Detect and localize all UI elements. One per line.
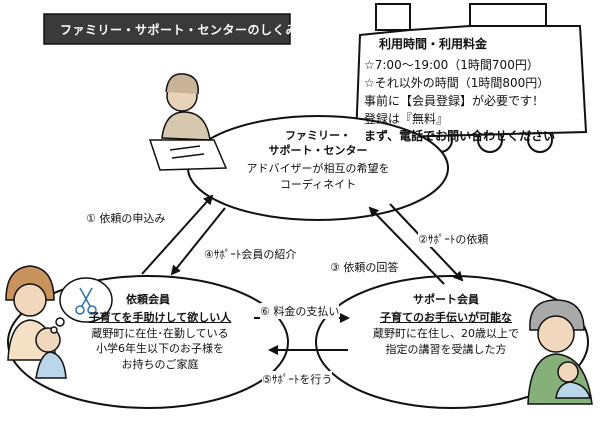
requester-desc-line2: 小学6年生以下のお子様を bbox=[96, 342, 224, 355]
step-3-label: ③ 依頼の回答 bbox=[330, 259, 399, 275]
supporter-node-ellipse bbox=[315, 275, 589, 409]
step-4-label: ④ｻﾎﾟｰﾄ会員の紹介 bbox=[204, 246, 297, 262]
pricing-line-1: ☆7:00～19:00（1時間700円） bbox=[364, 58, 539, 72]
center-desc-line1: アドバイザーが相互の希望を bbox=[246, 162, 390, 175]
requester-desc-line1: 蔵野町に在住･在勤している bbox=[91, 327, 229, 340]
supporter-title: サポート会員 bbox=[413, 293, 479, 306]
requester-headline: 子育てを手助けして欲しい人 bbox=[88, 311, 232, 324]
grandmother-baby-illustration bbox=[527, 299, 593, 405]
arrow-step4 bbox=[170, 207, 226, 276]
step-6-label: ⑥ 料金の支払い bbox=[260, 303, 340, 319]
step-1-label: ① 依頼の申込み bbox=[86, 210, 166, 226]
pricing-line-4: 登録は『無料』 bbox=[364, 112, 449, 126]
advisor-illustration bbox=[148, 73, 228, 171]
step-5-label: ⑤ｻﾎﾟｰﾄを行う bbox=[262, 371, 333, 387]
pricing-line-5: まず、電話でお問い合わせください bbox=[364, 129, 556, 143]
mother-child-illustration bbox=[5, 265, 67, 379]
page-title: ファミリー・サポート・センターのしくみ bbox=[60, 23, 298, 37]
center-desc-line2: コーディネイト bbox=[279, 178, 357, 191]
requester-title: 依頼会員 bbox=[126, 293, 170, 306]
pricing-line-2: ☆それ以外の時間（1時間800円） bbox=[364, 76, 550, 90]
center-title-line1: ファミリー・ bbox=[285, 129, 351, 142]
step-2-label: ②ｻﾎﾟｰﾄの依頼 bbox=[418, 231, 489, 247]
supporter-desc-line1: 蔵野町に在住し、20歳以上で bbox=[373, 327, 519, 340]
pricing-line-3: 事前に【会員登録】が必要です！ bbox=[364, 94, 545, 108]
title-banner bbox=[43, 13, 291, 45]
supporter-desc-line2: 指定の講習を受講した方 bbox=[385, 343, 507, 356]
scissors-icon bbox=[75, 287, 97, 315]
center-title-line2: サポート・センター bbox=[268, 144, 368, 157]
supporter-headline: 子育てのお手伝いが可能な bbox=[380, 311, 512, 324]
arrow-step1 bbox=[141, 194, 214, 275]
arrow-step3 bbox=[368, 206, 445, 285]
pricing-heading: 利用時間・利用料金 bbox=[379, 37, 488, 51]
requester-desc-line3: お持ちのご家庭 bbox=[121, 358, 199, 371]
